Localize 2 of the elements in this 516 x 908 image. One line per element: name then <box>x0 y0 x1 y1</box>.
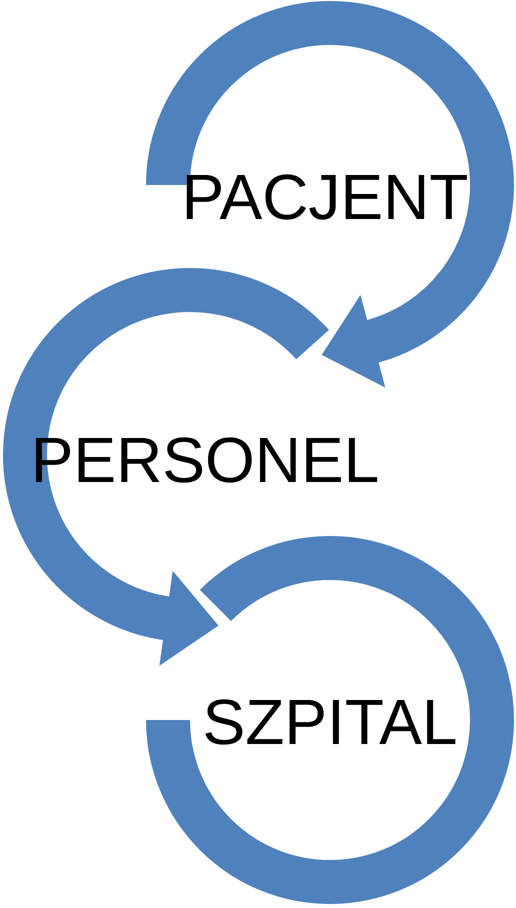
node-label: SZPITAL <box>205 699 456 745</box>
node-label: PACJENT <box>186 174 467 220</box>
